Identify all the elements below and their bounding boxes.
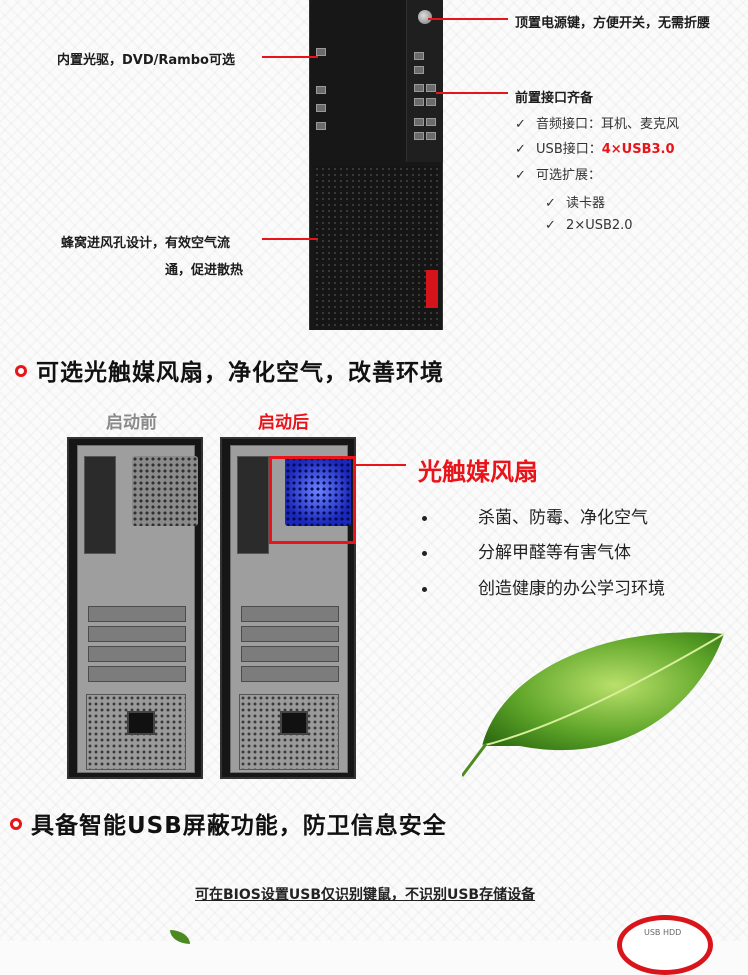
- vent-label-line1: 蜂窝进风孔设计，有效空气流: [61, 236, 231, 251]
- expansion-slot: [88, 626, 186, 642]
- feature-item: 创造健康的办公学习环境: [478, 579, 665, 599]
- check-text: 读卡器: [566, 196, 606, 211]
- vent-label-line2: 通，促进散热: [165, 263, 244, 278]
- lenovo-logo: [426, 270, 438, 308]
- check-text: 可选扩展：: [536, 168, 602, 183]
- expansion-slot: [241, 666, 339, 682]
- expansion-slot: [241, 606, 339, 622]
- expansion-slot: [88, 666, 186, 682]
- check-item-card-reader: ✓ 读卡器: [545, 192, 605, 211]
- indicator-icon: [316, 122, 326, 130]
- rear-view-before-image: [67, 437, 203, 779]
- optical-drive-button-icon: [316, 48, 326, 56]
- psu-vent: [86, 694, 186, 770]
- check-item-audio: ✓ 音频接口：耳机、麦克风: [515, 113, 679, 132]
- bullet-icon: [422, 587, 427, 592]
- power-socket-icon: [280, 711, 308, 735]
- bullet-icon: [422, 516, 427, 521]
- check-text: 音频接口：耳机、麦克风: [536, 117, 680, 132]
- usb-port-icon: [414, 98, 424, 106]
- rear-plate: [77, 445, 198, 773]
- rear-plate: [230, 445, 351, 773]
- front-port-icon: [414, 66, 424, 74]
- power-button-icon: [418, 10, 432, 24]
- power-socket-icon: [127, 711, 155, 735]
- section-bullet-icon: [10, 818, 22, 830]
- no-usb-hdd-text: USB HDD: [644, 928, 682, 937]
- feature-item: 杀菌、防霉、净化空气: [478, 508, 648, 528]
- photocatalyst-fan-title: 光触媒风扇: [418, 458, 538, 486]
- check-text: USB接口：: [536, 142, 602, 157]
- callout-line: [356, 464, 406, 466]
- usb-port-icon: [414, 84, 424, 92]
- expansion-slot: [241, 626, 339, 642]
- check-icon: ✓: [515, 117, 526, 132]
- green-leaf-image: [462, 632, 725, 777]
- front-port-icon: [414, 52, 424, 60]
- expansion-slot: [241, 646, 339, 662]
- callout-line: [428, 18, 508, 20]
- callout-line: [436, 92, 508, 94]
- check-icon: ✓: [515, 168, 526, 183]
- bios-usb-note: 可在BIOS设置USB仅识别键鼠，不识别USB存储设备: [195, 887, 536, 903]
- expansion-slot: [88, 646, 186, 662]
- honeycomb-vent: [314, 166, 438, 326]
- check-icon: ✓: [515, 142, 526, 157]
- section-bullet-icon: [15, 365, 27, 377]
- callout-line: [262, 56, 318, 58]
- check-icon: ✓: [545, 196, 556, 211]
- usb-port-icon: [414, 118, 424, 126]
- indicator-icon: [316, 104, 326, 112]
- tower-front-image: [309, 0, 443, 330]
- optical-drive-label: 内置光驱，DVD/Rambo可选: [57, 53, 235, 68]
- before-label: 启动前: [106, 413, 157, 433]
- fan-section-title: 可选光触媒风扇，净化空气，改善环境: [36, 360, 444, 386]
- usb-section-title: 具备智能USB屏蔽功能，防卫信息安全: [31, 813, 447, 839]
- check-item-expansion: ✓ 可选扩展：: [515, 164, 601, 183]
- rear-io-shield: [84, 456, 116, 554]
- photocatalyst-fan-glow: [285, 456, 351, 526]
- usb-port-icon: [426, 84, 436, 92]
- usb-count-highlight: 4×USB3.0: [601, 142, 675, 157]
- check-icon: ✓: [545, 218, 556, 233]
- after-label: 启动后: [258, 413, 309, 433]
- fan-highlight-box: [269, 456, 356, 544]
- rear-io-shield: [237, 456, 269, 554]
- no-usb-hdd-icon: USB HDD: [617, 915, 713, 975]
- usb-port-icon: [426, 132, 436, 140]
- usb-port-icon: [426, 118, 436, 126]
- check-item-usb: ✓ USB接口：4×USB3.0: [515, 138, 675, 157]
- front-io-panel: [406, 0, 443, 162]
- usb-port-icon: [426, 98, 436, 106]
- indicator-icon: [316, 86, 326, 94]
- check-text: 2×USB2.0: [566, 218, 633, 233]
- psu-vent: [239, 694, 339, 770]
- check-item-usb2: ✓ 2×USB2.0: [545, 218, 633, 233]
- callout-line: [262, 238, 318, 240]
- rear-view-after-image: [220, 437, 356, 779]
- power-button-label: 顶置电源键，方便开关，无需折腰: [515, 16, 711, 31]
- feature-item: 分解甲醛等有害气体: [478, 543, 631, 563]
- fan-grill: [132, 456, 198, 526]
- bullet-icon: [422, 551, 427, 556]
- front-ports-title: 前置接口齐备: [515, 91, 594, 106]
- expansion-slot: [88, 606, 186, 622]
- usb-port-icon: [414, 132, 424, 140]
